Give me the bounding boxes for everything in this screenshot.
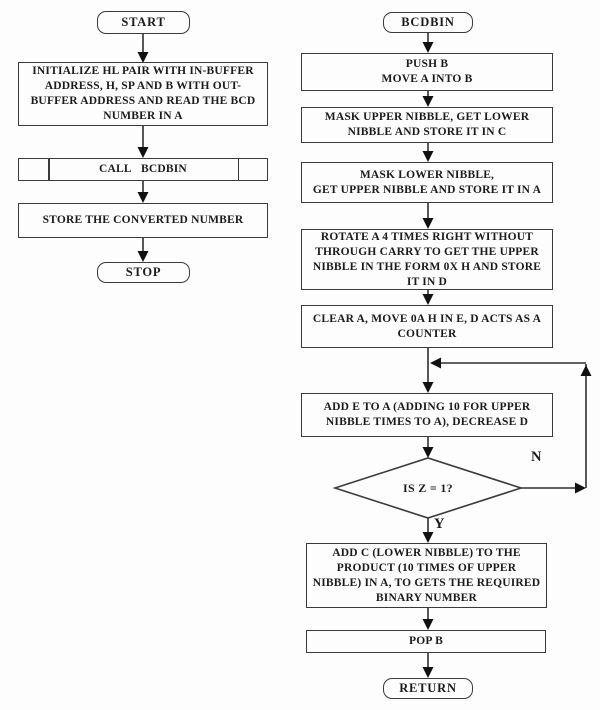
arrowhead (137, 192, 149, 203)
flow-node-bcdbin: BCDBIN (383, 12, 473, 33)
arrowhead (422, 218, 434, 229)
flow-node-stop-label: STOP (125, 265, 162, 279)
arrowhead (422, 619, 434, 630)
predefined-left-bar (48, 159, 50, 180)
flow-node-return: RETURN (383, 678, 473, 699)
predefined-right-bar (237, 159, 239, 180)
flow-node-call-bcdbin: CALL BCDBIN (18, 158, 268, 181)
arrowhead (137, 52, 149, 63)
flow-node-add-e: ADD E TO A (ADDING 10 FOR UPPER NIBBLE T… (301, 393, 553, 437)
arrowhead (422, 532, 434, 543)
flow-node-mask-upper-label: MASK UPPER NIBBLE, GET LOWER NIBBLE AND … (324, 111, 530, 138)
arrowhead (422, 96, 434, 107)
flow-node-push-b: PUSH B MOVE A INTO B (301, 53, 553, 91)
arrowhead-right (575, 482, 586, 494)
flow-node-return-label: RETURN (399, 681, 457, 695)
branch-label-no: N (531, 449, 542, 465)
flow-node-push-b-label: PUSH B MOVE A INTO B (381, 58, 473, 85)
flow-node-rotate: ROTATE A 4 TIMES RIGHT WITHOUT THROUGH C… (301, 229, 553, 290)
flow-node-clear-a-label: CLEAR A, MOVE 0A H IN E, D ACTS AS A COU… (312, 312, 542, 340)
flow-node-add-e-label: ADD E TO A (ADDING 10 FOR UPPER NIBBLE T… (323, 401, 531, 428)
flow-node-mask-upper: MASK UPPER NIBBLE, GET LOWER NIBBLE AND … (301, 107, 553, 143)
flow-node-add-c: ADD C (LOWER NIBBLE) TO THE PRODUCT (10 … (306, 543, 547, 608)
arrowhead (422, 447, 434, 458)
arrowhead (422, 382, 434, 393)
arrowhead-left (430, 357, 441, 369)
flow-node-call-bcdbin-label: CALL BCDBIN (99, 163, 187, 175)
flow-node-stop: STOP (97, 262, 190, 283)
flow-node-initialize-label: INITIALIZE HL PAIR WITH IN-BUFFER ADDRES… (30, 65, 256, 122)
arrowhead (137, 147, 149, 158)
flow-node-start-label: START (121, 15, 166, 29)
branch-label-yes: Y (434, 516, 445, 532)
flow-node-rotate-label: ROTATE A 4 TIMES RIGHT WITHOUT THROUGH C… (312, 230, 542, 288)
flow-node-add-c-label: ADD C (LOWER NIBBLE) TO THE PRODUCT (10 … (312, 546, 541, 604)
decision-diamond-shape (332, 457, 524, 519)
flow-node-store-number-label: STORE THE CONVERTED NUMBER (42, 214, 244, 226)
arrowhead (422, 42, 434, 53)
flow-node-pop-b-label: POP B (409, 635, 443, 647)
flow-node-bcdbin-label: BCDBIN (401, 15, 455, 29)
arrowhead (137, 251, 149, 262)
flow-node-start: START (97, 11, 190, 34)
flow-node-mask-lower: MASK LOWER NIBBLE, GET UPPER NIBBLE AND … (301, 162, 553, 203)
arrowhead-up (580, 365, 592, 376)
flow-node-store-number: STORE THE CONVERTED NUMBER (18, 203, 268, 238)
flow-node-is-z-1-label: IS Z = 1? (403, 480, 453, 495)
arrowhead (422, 151, 434, 162)
arrowhead (422, 667, 434, 678)
flow-node-mask-lower-label: MASK LOWER NIBBLE, GET UPPER NIBBLE AND … (312, 168, 542, 196)
flow-node-pop-b: POP B (306, 630, 546, 653)
flow-node-clear-a: CLEAR A, MOVE 0A H IN E, D ACTS AS A COU… (301, 305, 553, 348)
flow-node-initialize: INITIALIZE HL PAIR WITH IN-BUFFER ADDRES… (18, 62, 268, 126)
flow-node-is-z-1: IS Z = 1? (335, 458, 521, 518)
arrowhead (422, 294, 434, 305)
